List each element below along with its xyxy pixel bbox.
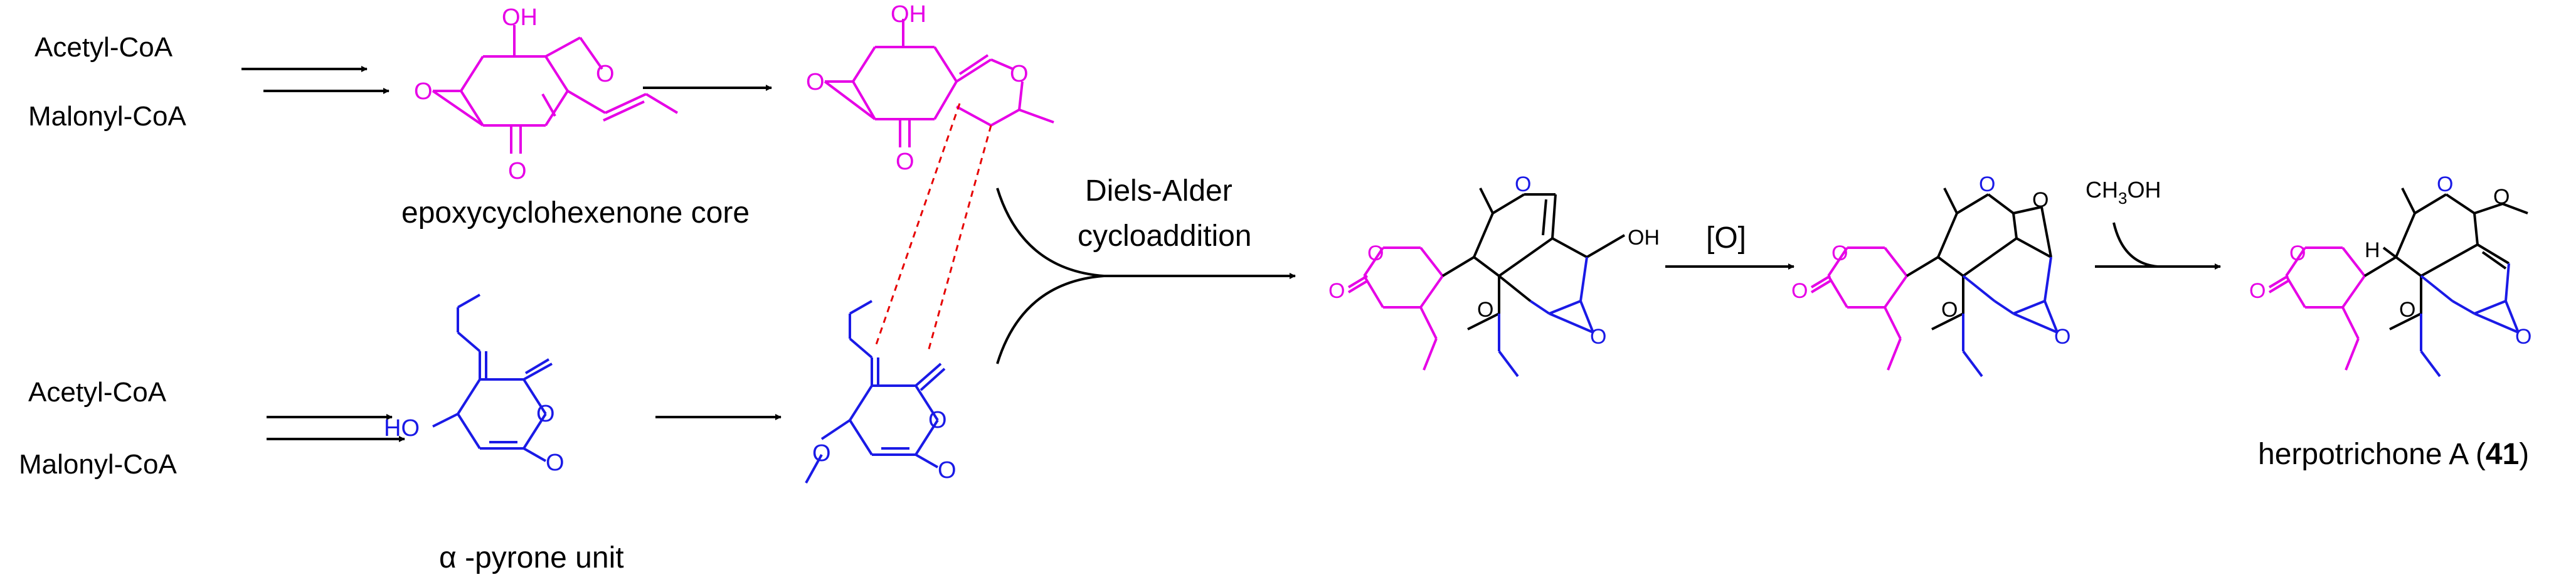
cycloadduct-structure xyxy=(1347,188,1626,378)
adduct-carbonyl-o-label: O xyxy=(1328,279,1345,303)
pyrone-ring-o-label: O xyxy=(536,401,555,427)
product-ketone-o-label: O xyxy=(2399,298,2415,322)
pyran-ring-o-label: O xyxy=(1010,61,1029,87)
top-acetyl-coa-label: Acetyl-CoA xyxy=(34,32,173,63)
product-carbonyl-o-label: O xyxy=(2249,279,2266,303)
bottom-double-arrow xyxy=(267,414,405,442)
pyran-oh-label: OH xyxy=(891,1,926,28)
oxidized-epoxide-o-label: O xyxy=(2054,325,2070,349)
pyrone-unit-label: α -pyrone unit xyxy=(439,541,624,574)
product-pyran-o-label: O xyxy=(2437,172,2453,196)
oxidized-pyran-o-label: O xyxy=(1979,172,1995,196)
core-ketone-o-label: O xyxy=(508,158,527,184)
adduct-pyrone-o-label: O xyxy=(1367,241,1384,265)
methoxy-o-label: O xyxy=(812,440,831,467)
methanol-oh: OH xyxy=(2127,177,2161,203)
oxidized-pyrone-o-label: O xyxy=(1831,241,1848,265)
oxidized-ketone-o-label: O xyxy=(1941,298,1958,322)
product-name-text: herpotrichone A ( xyxy=(2258,438,2486,471)
methyl-pyrone-carbonyl-o-label: O xyxy=(938,457,957,484)
core-name-label: epoxycyclohexenone core xyxy=(401,196,750,230)
pyrone-carbonyl-o-label: O xyxy=(546,450,564,476)
pyrone-greek-label: α xyxy=(439,541,457,574)
product-number: 41 xyxy=(2486,438,2519,471)
pyran-intermediate-structure xyxy=(824,19,1054,147)
diels-alder-label-line2: cycloaddition xyxy=(1078,220,1252,253)
methanol-label: CH3OH xyxy=(2086,177,2161,208)
diels-alder-label-line1: Diels-Alder xyxy=(1085,174,1232,208)
product-h-label: H xyxy=(2365,238,2380,262)
adduct-ketone-o-label: O xyxy=(1477,298,1493,322)
methanol-arrow xyxy=(2095,222,2221,270)
oxidized-bridge-o-label: O xyxy=(2032,188,2049,212)
top-double-arrow xyxy=(241,66,390,94)
pyrone-unit-structure xyxy=(432,294,553,462)
epoxycyclohexenone-structure xyxy=(432,25,679,154)
pyrone-ho-label: HO xyxy=(384,415,420,442)
bottom-malonyl-coa-label: Malonyl-CoA xyxy=(19,449,178,480)
bottom-acetyl-coa-label: Acetyl-CoA xyxy=(28,377,167,408)
methylated-pyrone-structure xyxy=(805,300,946,484)
methyl-pyrone-ring-o-label: O xyxy=(928,407,947,433)
core-aldehyde-o-label: O xyxy=(596,61,615,87)
top-malonyl-coa-label: Malonyl-CoA xyxy=(28,101,187,132)
adduct-epoxide-o-label: O xyxy=(1590,325,1606,349)
adduct-pyran-o-label: O xyxy=(1515,172,1531,196)
diels-alder-arrow xyxy=(996,188,1296,364)
product-close-paren: ) xyxy=(2519,438,2529,471)
dashed-alignment-lines xyxy=(874,103,992,352)
pyrone-name-label: -pyrone unit xyxy=(457,541,624,574)
methanol-ch: CH xyxy=(2086,177,2118,203)
adduct-oh-label: OH xyxy=(1628,226,1660,250)
pyran-ketone-o-label: O xyxy=(896,149,914,175)
product-epoxide-o-label: O xyxy=(2515,325,2531,349)
core-epoxide-o-label: O xyxy=(414,78,433,105)
oxidation-label: [O] xyxy=(1706,221,1746,255)
product-name-label: herpotrichone A (41) xyxy=(2258,438,2529,471)
oxidized-intermediate-structure xyxy=(1810,188,2059,378)
pyran-epoxide-o-label: O xyxy=(806,69,825,95)
oxidized-carbonyl-o-label: O xyxy=(1791,279,1808,303)
product-pyrone-o-label: O xyxy=(2289,241,2306,265)
methanol-subscript: 3 xyxy=(2118,189,2127,208)
product-methoxy-o-label: O xyxy=(2493,185,2510,209)
herpotrichone-a-structure xyxy=(2268,188,2528,378)
core-oh-label: OH xyxy=(502,4,538,31)
